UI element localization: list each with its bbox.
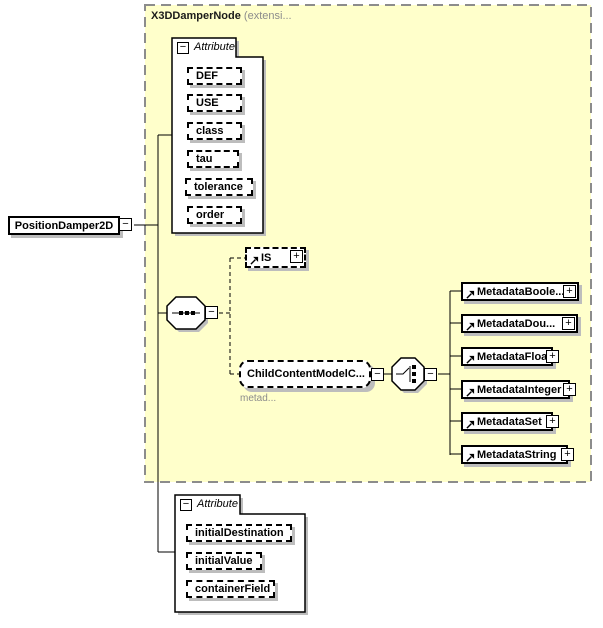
metadata-double-expand-toggle[interactable]: + [562, 317, 575, 330]
metadata-set-expand-toggle[interactable]: + [546, 415, 559, 428]
choice-dot [412, 379, 416, 383]
choice-dot [412, 372, 416, 376]
metadata-string-label: MetadataString [477, 448, 557, 461]
extension-container-title: X3DDamperNode (extensi... [151, 10, 292, 22]
element-reference-arrow-icon [466, 453, 475, 462]
choice-collapse-toggle[interactable]: − [424, 368, 437, 381]
sequence-compositor-icon[interactable] [166, 296, 208, 332]
metadata-integer-element-box[interactable]: MetadataInteger + [461, 380, 576, 399]
group-ref-box[interactable]: ChildContentModelC... [239, 360, 371, 388]
attribute-tolerance[interactable]: tolerance [185, 178, 253, 196]
metadata-double-element-box[interactable]: MetadataDou... + [461, 314, 578, 333]
base-type-name: X3DDamperNode [151, 10, 241, 22]
attribute-initialvalue[interactable]: initialValue [186, 552, 262, 570]
metadata-float-label: MetadataFloat [477, 350, 551, 363]
attribute-use[interactable]: USE [187, 94, 242, 112]
metadata-set-element-box[interactable]: MetadataSet + [461, 412, 559, 431]
element-reference-arrow-icon [466, 322, 475, 331]
sequence-dot [185, 311, 189, 315]
group-ref-label: ChildContentModelC... [247, 368, 365, 380]
metadata-boolean-expand-toggle[interactable]: + [563, 285, 576, 298]
connector-lines [134, 134, 461, 553]
is-element-box[interactable]: IS + [245, 247, 306, 268]
element-reference-arrow-icon [466, 355, 475, 364]
element-reference-arrow-icon [250, 256, 259, 265]
group-ref-note: metad... [240, 393, 277, 404]
metadata-integer-expand-toggle[interactable]: + [563, 383, 576, 396]
attribute-class[interactable]: class [187, 122, 242, 140]
metadata-boolean-element-box[interactable]: MetadataBoole... + [461, 282, 579, 301]
attr-group-bottom-collapse-toggle[interactable]: − [180, 499, 192, 511]
element-reference-arrow-icon [466, 290, 475, 299]
metadata-set-label: MetadataSet [477, 415, 542, 428]
sequence-collapse-toggle[interactable]: − [205, 306, 218, 319]
metadata-double-label: MetadataDou... [477, 317, 556, 330]
metadata-string-expand-toggle[interactable]: + [561, 448, 574, 461]
choice-compositor-icon[interactable] [391, 357, 427, 393]
attribute-tau[interactable]: tau [187, 150, 239, 168]
attribute-containerfield[interactable]: containerField [186, 580, 275, 598]
attribute-def[interactable]: DEF [187, 67, 242, 85]
metadata-float-expand-toggle[interactable]: + [546, 350, 559, 363]
root-element-box[interactable]: PositionDamper2D [8, 216, 120, 235]
base-type-suffix: (extensi... [243, 10, 292, 22]
root-element-label: PositionDamper2D [14, 219, 114, 232]
sequence-dot [191, 311, 195, 315]
element-reference-arrow-icon [466, 420, 475, 429]
choice-switch-line [396, 366, 411, 382]
attr-group-top-collapse-toggle[interactable]: − [177, 42, 189, 54]
group-ref-collapse-toggle[interactable]: − [371, 368, 384, 381]
metadata-float-element-box[interactable]: MetadataFloat + [461, 347, 559, 366]
metadata-boolean-label: MetadataBoole... [477, 285, 565, 298]
choice-dot [412, 365, 416, 369]
attribute-initialdestination[interactable]: initialDestination [186, 524, 292, 542]
root-element-collapse-toggle[interactable]: − [119, 218, 132, 231]
is-element-label: IS [261, 251, 272, 264]
metadata-integer-label: MetadataInteger [477, 383, 562, 396]
attribute-order[interactable]: order [187, 206, 242, 224]
element-reference-arrow-icon [466, 388, 475, 397]
is-expand-toggle[interactable]: + [290, 250, 303, 263]
attr-group-top-header: Attribute [194, 41, 235, 53]
sequence-dot [179, 311, 183, 315]
attr-group-bottom-header: Attribute [197, 498, 238, 510]
metadata-string-element-box[interactable]: MetadataString + [461, 445, 574, 464]
